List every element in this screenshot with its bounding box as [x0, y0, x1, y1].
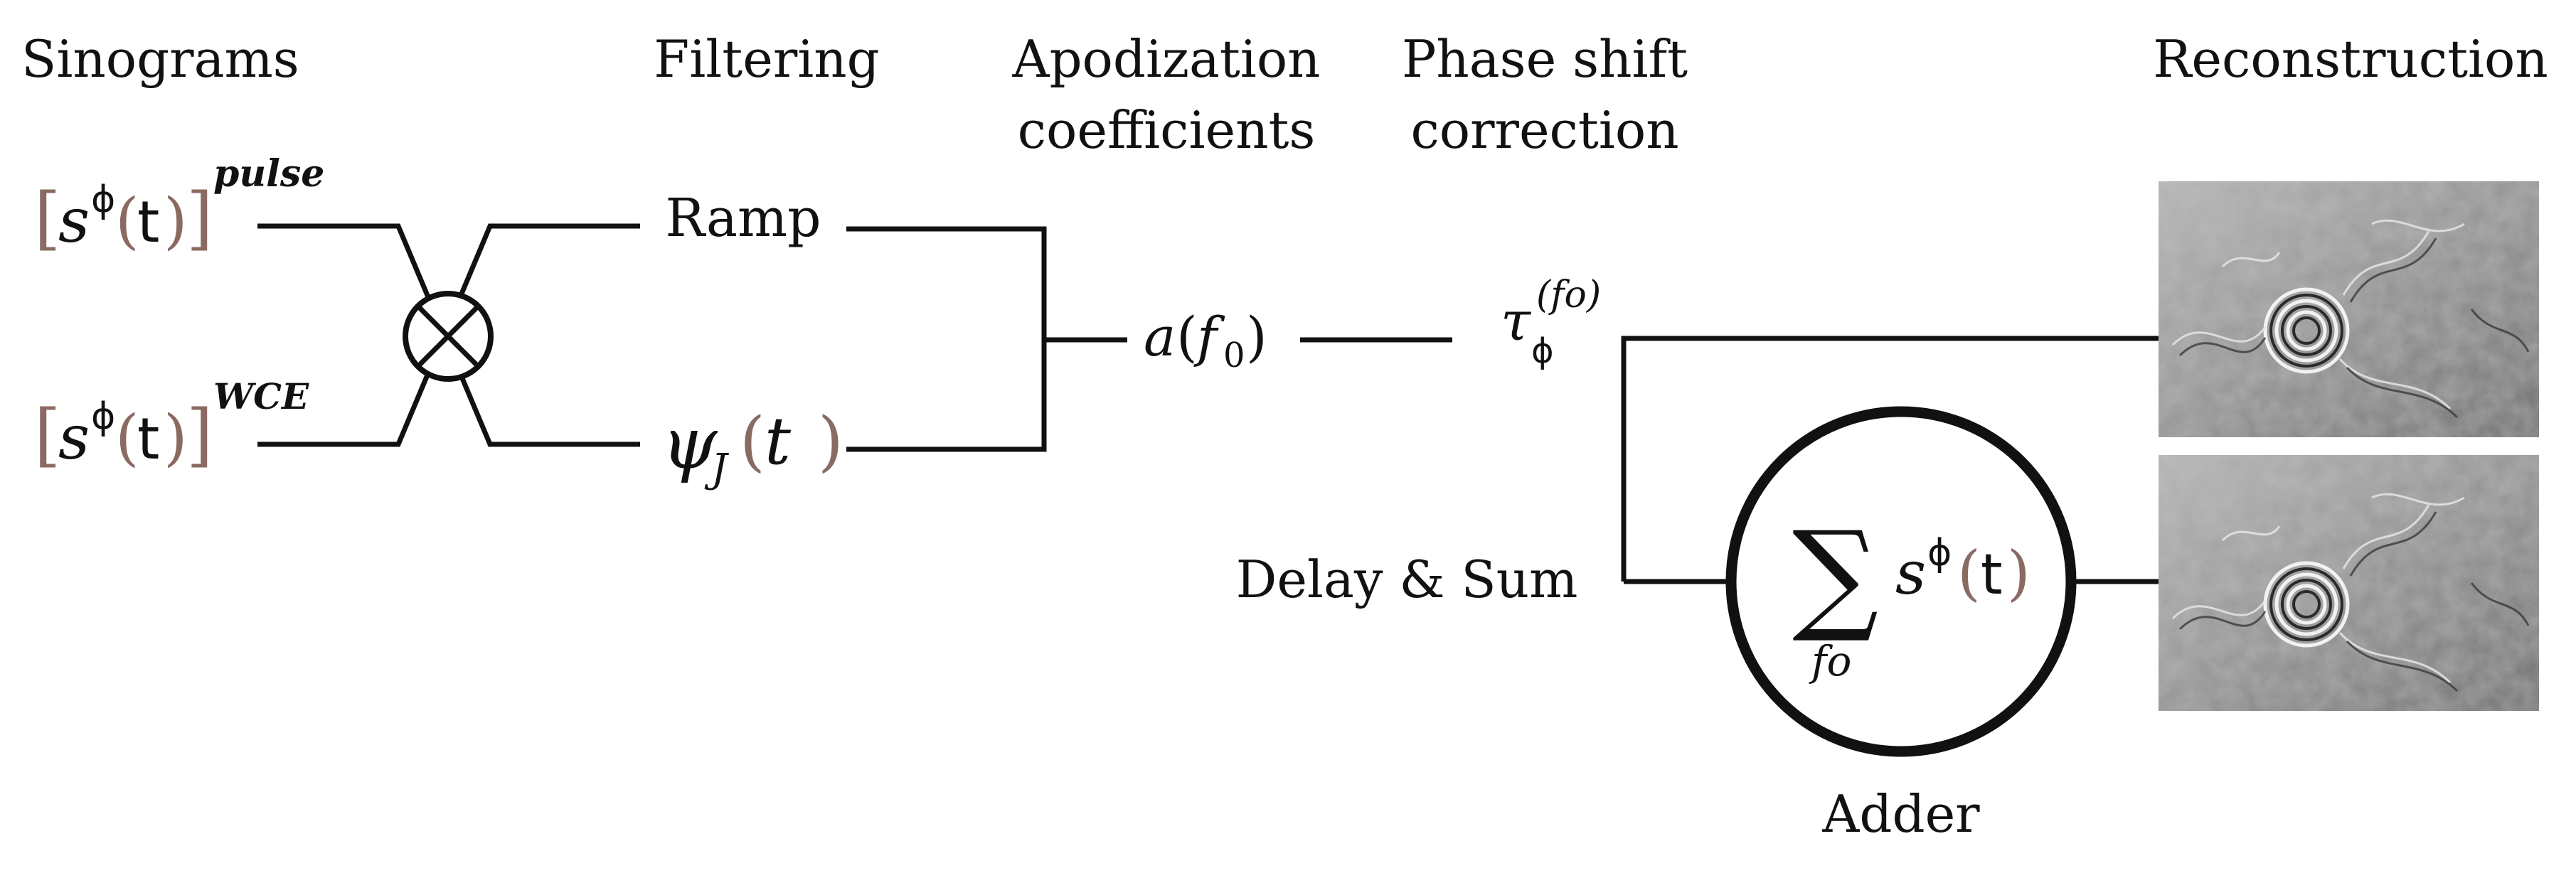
bracket-open: [ [34, 395, 60, 475]
paren-close: ) [2007, 538, 2031, 608]
pulse-superscript: pulse [213, 152, 324, 196]
reconstruction-image-top [2159, 181, 2539, 437]
psi-symbol: ψ [661, 402, 718, 485]
sum-index: fo [1809, 637, 1851, 685]
phase-shift-term-label: τ ϕ (fo) [1501, 274, 1601, 371]
sigma-icon: ∑ [1792, 505, 1878, 646]
paren-open: ( [740, 403, 765, 479]
phi-superscript: ϕ [91, 395, 115, 438]
f-symbol: f [1193, 305, 1225, 368]
paren-open: ( [115, 186, 139, 257]
s-symbol: s [1895, 538, 1926, 608]
s-symbol: s [58, 402, 90, 473]
header-apodization-line1: Apodization [1011, 29, 1320, 89]
f-subscript: 0 [1223, 336, 1245, 375]
t-symbol: t [765, 403, 792, 479]
t-symbol: t [1981, 543, 2003, 607]
t-symbol: t [137, 406, 159, 472]
tau-symbol: τ [1501, 289, 1532, 353]
t-symbol: t [137, 189, 159, 255]
bracket-close: ] [186, 178, 213, 258]
filter-merge-wires [846, 226, 1127, 452]
header-phase-shift-line2: correction [1410, 100, 1678, 160]
filter-wavelet-label: ψ J ( t ) [661, 402, 843, 492]
a-symbol: a [1144, 305, 1176, 368]
delay-sum-label: Delay & Sum [1236, 550, 1578, 609]
tau-superscript: (fo) [1536, 274, 1601, 316]
paren-open: ( [1957, 538, 1981, 608]
adder-label: Adder [1821, 784, 1980, 844]
adder-node: ∑ fo s ϕ ( t ) [1725, 406, 2077, 757]
tau-subscript: ϕ [1531, 331, 1554, 371]
header-filtering: Filtering [654, 29, 879, 89]
reconstruction-image-bottom [2159, 455, 2539, 711]
wce-superscript: WCE [213, 375, 309, 417]
sinogram-wce-label: [ s ϕ ( t ) ] WCE [34, 375, 309, 475]
multiplier-node [403, 291, 494, 382]
bracket-open: [ [34, 178, 60, 258]
header-phase-shift-line1: Phase shift [1402, 29, 1688, 89]
phase-branch-wires [1621, 336, 2162, 584]
phi-superscript: ϕ [1927, 532, 1952, 574]
apodization-coefficient-label: a ( f 0 ) [1144, 305, 1267, 375]
header-reconstruction: Reconstruction [2153, 29, 2548, 89]
header-sinograms: Sinograms [21, 29, 299, 89]
bracket-close: ] [186, 395, 213, 475]
paren-close: ) [818, 403, 843, 479]
filter-ramp-label: Ramp [665, 188, 821, 249]
header-apodization-line2: coefficients [1018, 100, 1316, 160]
s-symbol: s [58, 186, 90, 257]
paren-open: ( [1176, 305, 1198, 368]
phi-superscript: ϕ [91, 178, 115, 221]
paren-close: ) [164, 402, 188, 473]
sinogram-pulse-label: [ s ϕ ( t ) ] pulse [34, 152, 324, 258]
paren-close: ) [164, 186, 188, 257]
paren-close: ) [1246, 305, 1267, 368]
paren-open: ( [115, 402, 139, 473]
